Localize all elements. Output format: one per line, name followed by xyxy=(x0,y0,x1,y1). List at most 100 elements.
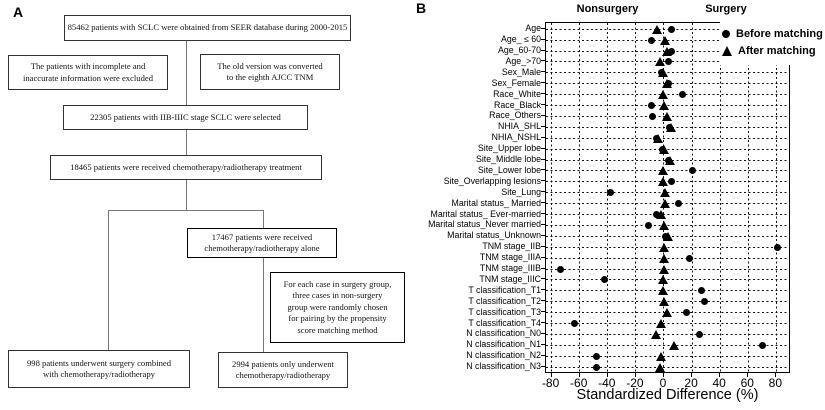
row-label: NHIA_SHL xyxy=(497,121,541,132)
data-point-before-matching xyxy=(664,58,672,66)
connector-line xyxy=(186,40,187,105)
data-point-after-matching xyxy=(657,177,668,187)
y-axis-tick xyxy=(541,267,545,269)
data-point-after-matching xyxy=(660,199,671,209)
x-tick-label: -20 xyxy=(626,376,644,390)
data-point-before-matching xyxy=(593,352,601,360)
data-point-after-matching xyxy=(657,90,668,100)
legend-item-before: Before matching xyxy=(722,27,825,41)
y-axis-tick xyxy=(541,71,545,73)
connector-line xyxy=(186,180,187,211)
vertical-gridline xyxy=(663,23,665,372)
y-axis-tick xyxy=(541,60,545,62)
triangle-marker-icon xyxy=(722,45,732,56)
row-label: Marital status_Never married xyxy=(428,219,541,230)
data-point-after-matching xyxy=(658,220,669,230)
data-point-before-matching xyxy=(667,178,675,186)
y-axis-tick xyxy=(541,169,545,171)
data-point-after-matching xyxy=(661,79,672,89)
row-label: N classification_N0 xyxy=(466,328,541,339)
y-axis-tick xyxy=(541,234,545,236)
x-tick-label: 40 xyxy=(712,376,726,390)
x-tick-label: -60 xyxy=(570,376,588,390)
data-point-before-matching xyxy=(678,91,686,99)
row-label: Age_60-70 xyxy=(497,45,541,55)
data-point-before-matching xyxy=(698,287,706,295)
row-label: TNM stage_IIIC xyxy=(479,273,541,284)
x-axis-tick xyxy=(634,372,636,377)
data-point-after-matching xyxy=(656,210,667,219)
data-point-after-matching xyxy=(658,253,669,263)
x-tick-label: 80 xyxy=(768,376,783,390)
y-axis-tick xyxy=(541,27,545,29)
data-point-before-matching xyxy=(647,102,655,109)
row-label: TNM stage_IIIA xyxy=(479,252,541,263)
horizontal-gridline xyxy=(546,333,789,335)
panel-b-label: B xyxy=(416,0,427,16)
x-axis-tick xyxy=(578,372,580,377)
y-axis-tick xyxy=(541,114,545,116)
row-label: Race_Black xyxy=(494,99,541,110)
row-label: Site_Lower lobe xyxy=(477,164,541,175)
data-point-before-matching xyxy=(647,36,655,44)
legend-label: Before matching xyxy=(736,27,823,40)
y-axis-tick xyxy=(541,136,545,138)
data-point-before-matching xyxy=(649,112,657,120)
x-tick-label: -80 xyxy=(541,376,560,390)
connector-line xyxy=(108,210,264,211)
row-label: Site_Upper lobe xyxy=(477,143,541,154)
data-point-after-matching xyxy=(653,133,664,143)
data-point-after-matching xyxy=(651,24,662,34)
x-axis-tick xyxy=(691,372,693,377)
row-label: Marital status_ Ever-married xyxy=(430,208,541,219)
data-point-after-matching xyxy=(660,188,671,198)
row-label: Race_Others xyxy=(489,110,541,121)
y-axis-tick xyxy=(541,180,545,182)
data-point-after-matching xyxy=(656,351,667,361)
vertical-gridline xyxy=(551,23,553,372)
row-label: TNM stage_IIIB xyxy=(479,263,541,273)
data-point-after-matching xyxy=(658,264,669,274)
data-point-before-matching xyxy=(701,298,709,306)
data-point-after-matching xyxy=(658,101,669,110)
x-tick-label: -40 xyxy=(598,376,616,390)
data-point-before-matching xyxy=(607,189,615,197)
row-label: Age_>70 xyxy=(505,55,541,66)
row-label: Age_ ≤ 60 xyxy=(500,34,541,45)
data-point-before-matching xyxy=(695,330,703,338)
y-axis-tick xyxy=(541,343,545,345)
y-axis-tick xyxy=(541,158,545,160)
row-label: Site_Lung xyxy=(501,186,541,197)
group-header-surgery: Surgery xyxy=(705,3,747,15)
legend-item-after: After matching xyxy=(722,44,825,58)
data-point-after-matching xyxy=(668,340,679,350)
y-axis-tick xyxy=(541,354,545,356)
y-axis-tick xyxy=(541,202,545,204)
data-point-after-matching xyxy=(658,242,669,252)
data-point-after-matching xyxy=(654,362,665,372)
x-axis-tick xyxy=(775,372,777,377)
row-label: T classification_T3 xyxy=(468,306,541,317)
x-tick-label: 20 xyxy=(684,376,698,390)
data-point-after-matching xyxy=(657,166,668,176)
connector-line xyxy=(263,258,264,352)
data-point-before-matching xyxy=(682,309,690,317)
data-point-after-matching xyxy=(657,68,668,78)
y-axis-tick xyxy=(541,223,545,225)
y-axis-tick xyxy=(541,191,545,193)
data-point-after-matching xyxy=(658,297,669,307)
y-axis-tick xyxy=(541,332,545,334)
data-point-before-matching xyxy=(758,341,766,349)
x-axis-title: Standardized Difference (%) xyxy=(576,387,759,403)
row-label: N classification_N3 xyxy=(466,361,541,372)
data-point-after-matching xyxy=(654,57,665,67)
y-axis-tick xyxy=(541,49,545,51)
panel-a-label: A xyxy=(13,4,24,20)
y-axis-tick xyxy=(541,213,545,214)
y-axis-tick xyxy=(541,245,545,247)
data-point-after-matching xyxy=(657,286,668,296)
flowchart-box-surgery-group: 998 patients underwent surgery combined … xyxy=(8,350,190,388)
data-point-after-matching xyxy=(661,308,672,318)
data-point-before-matching xyxy=(593,363,601,371)
